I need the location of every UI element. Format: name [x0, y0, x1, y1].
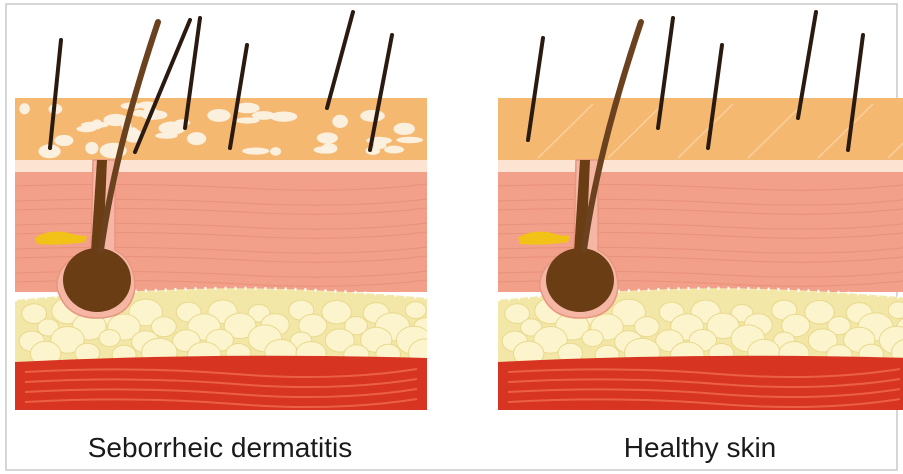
skin-flake [332, 115, 348, 128]
skin-flake [317, 132, 338, 143]
skin-flake [270, 147, 281, 156]
skin-flake [396, 137, 423, 143]
skin-flake [207, 109, 230, 122]
fat-cell [582, 330, 603, 347]
skin-flake [155, 133, 178, 139]
skin-flake [252, 111, 275, 120]
skin-flake [19, 103, 30, 114]
fat-cell [405, 302, 426, 319]
caption-seborrheic-dermatitis: Seborrheic dermatitis [20, 430, 420, 466]
skin-flake [242, 147, 269, 154]
skin-flake [133, 110, 146, 117]
skin-flake [187, 132, 206, 145]
skin-flake [366, 147, 380, 155]
hair-strand [327, 12, 353, 108]
hair-bulb [546, 248, 614, 312]
basal-band [498, 160, 903, 172]
basal-band [15, 160, 427, 172]
skin-flake [85, 142, 98, 155]
skin-flake [384, 146, 404, 154]
caption-healthy-skin: Healthy skin [500, 430, 900, 466]
epidermis-layer [498, 98, 903, 160]
skin-flake [393, 123, 415, 135]
skin-flake [360, 110, 385, 122]
skin-flake [321, 143, 337, 153]
hair-bulb [63, 248, 131, 312]
skin-flake [81, 122, 109, 129]
panel-seborrheic [15, 12, 443, 410]
skin-flake [54, 135, 73, 146]
panel-healthy [498, 12, 903, 410]
fat-cell [99, 330, 120, 347]
